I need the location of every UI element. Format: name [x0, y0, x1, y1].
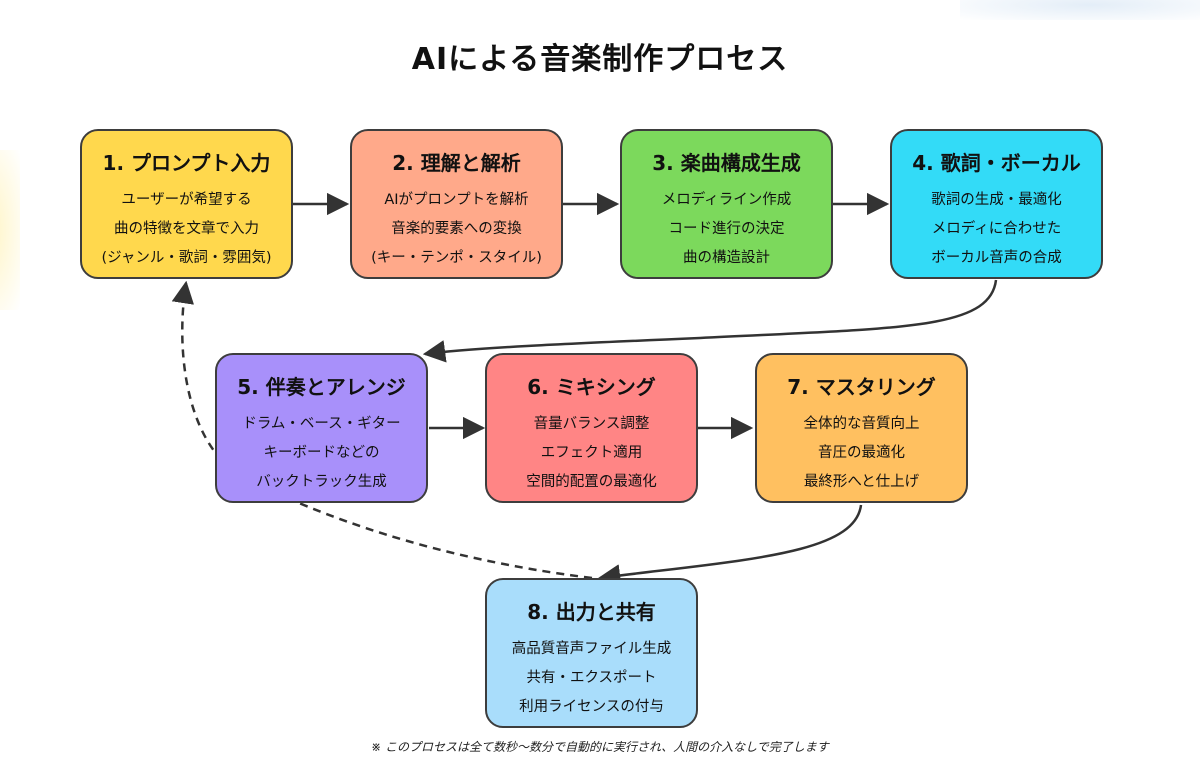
step-8-line: 共有・エクスポート	[526, 670, 657, 686]
step-5-arrangement: 5. 伴奏とアレンジ ドラム・ベース・ギター キーボードなどの バックトラック生…	[215, 353, 428, 503]
step-6-mixing: 6. ミキシング 音量バランス調整 エフェクト適用 空間的配置の最適化	[485, 353, 698, 503]
step-2-title: 2. 理解と解析	[392, 151, 521, 175]
step-1-line: 曲の特徴を文章で入力	[114, 221, 259, 237]
step-7-title: 7. マスタリング	[787, 375, 936, 399]
feedback-loop-8-to-1	[171, 280, 593, 580]
step-2-line: (キー・テンポ・スタイル)	[371, 250, 542, 266]
footnote: ※ このプロセスは全て数秒〜数分で自動的に実行され、人間の介入なしで完了します	[371, 740, 829, 754]
step-1-line: ユーザーが希望する	[121, 192, 252, 208]
step-7-line: 最終形へと仕上げ	[803, 474, 920, 490]
step-4-line: 歌詞の生成・最適化	[931, 192, 1062, 208]
step-2-line: 音楽的要素への変換	[391, 221, 522, 237]
step-5-line: キーボードなどの	[263, 445, 380, 461]
step-7-mastering: 7. マスタリング 全体的な音質向上 音圧の最適化 最終形へと仕上げ	[755, 353, 968, 503]
step-3-line: コード進行の決定	[668, 221, 785, 237]
step-4-line: メロディに合わせた	[931, 221, 1062, 237]
arrow-4-to-5	[422, 279, 998, 363]
step-3-line: メロディライン作成	[661, 192, 792, 208]
diagram-title: AIによる音楽制作プロセス	[411, 42, 789, 77]
step-4-title: 4. 歌詞・ボーカル	[912, 151, 1081, 175]
step-6-title: 6. ミキシング	[527, 375, 656, 399]
step-5-line: ドラム・ベース・ギター	[242, 416, 401, 432]
step-7-line: 全体的な音質向上	[803, 416, 920, 432]
step-8-line: 高品質音声ファイル生成	[511, 641, 672, 657]
step-1-line: (ジャンル・歌詞・雰囲気)	[101, 250, 272, 266]
step-1-title: 1. プロンプト入力	[102, 151, 271, 175]
step-8-title: 8. 出力と共有	[527, 600, 656, 624]
step-7-line: 音圧の最適化	[818, 445, 905, 461]
step-3-composition: 3. 楽曲構成生成 メロディライン作成 コード進行の決定 曲の構造設計	[620, 129, 833, 279]
step-8-line: 利用ライセンスの付与	[519, 699, 664, 715]
step-8-output-share: 8. 出力と共有 高品質音声ファイル生成 共有・エクスポート 利用ライセンスの付…	[485, 578, 698, 728]
step-6-line: 空間的配置の最適化	[526, 474, 657, 490]
step-4-lyrics-vocals: 4. 歌詞・ボーカル 歌詞の生成・最適化 メロディに合わせた ボーカル音声の合成	[890, 129, 1103, 279]
step-5-line: バックトラック生成	[256, 474, 387, 490]
step-5-title: 5. 伴奏とアレンジ	[237, 375, 406, 399]
edge-glow-left	[0, 150, 20, 310]
step-2-understanding: 2. 理解と解析 AIがプロンプトを解析 音楽的要素への変換 (キー・テンポ・ス…	[350, 129, 563, 279]
step-3-title: 3. 楽曲構成生成	[652, 151, 801, 175]
step-6-line: 音量バランス調整	[533, 416, 650, 432]
step-2-line: AIがプロンプトを解析	[384, 192, 529, 208]
step-4-line: ボーカル音声の合成	[931, 250, 1062, 266]
step-1-prompt-input: 1. プロンプト入力 ユーザーが希望する 曲の特徴を文章で入力 (ジャンル・歌詞…	[80, 129, 293, 279]
arrow-7-to-8	[597, 504, 863, 587]
step-3-line: 曲の構造設計	[683, 250, 770, 266]
step-6-line: エフェクト適用	[540, 445, 643, 461]
edge-glow-right	[960, 0, 1200, 20]
